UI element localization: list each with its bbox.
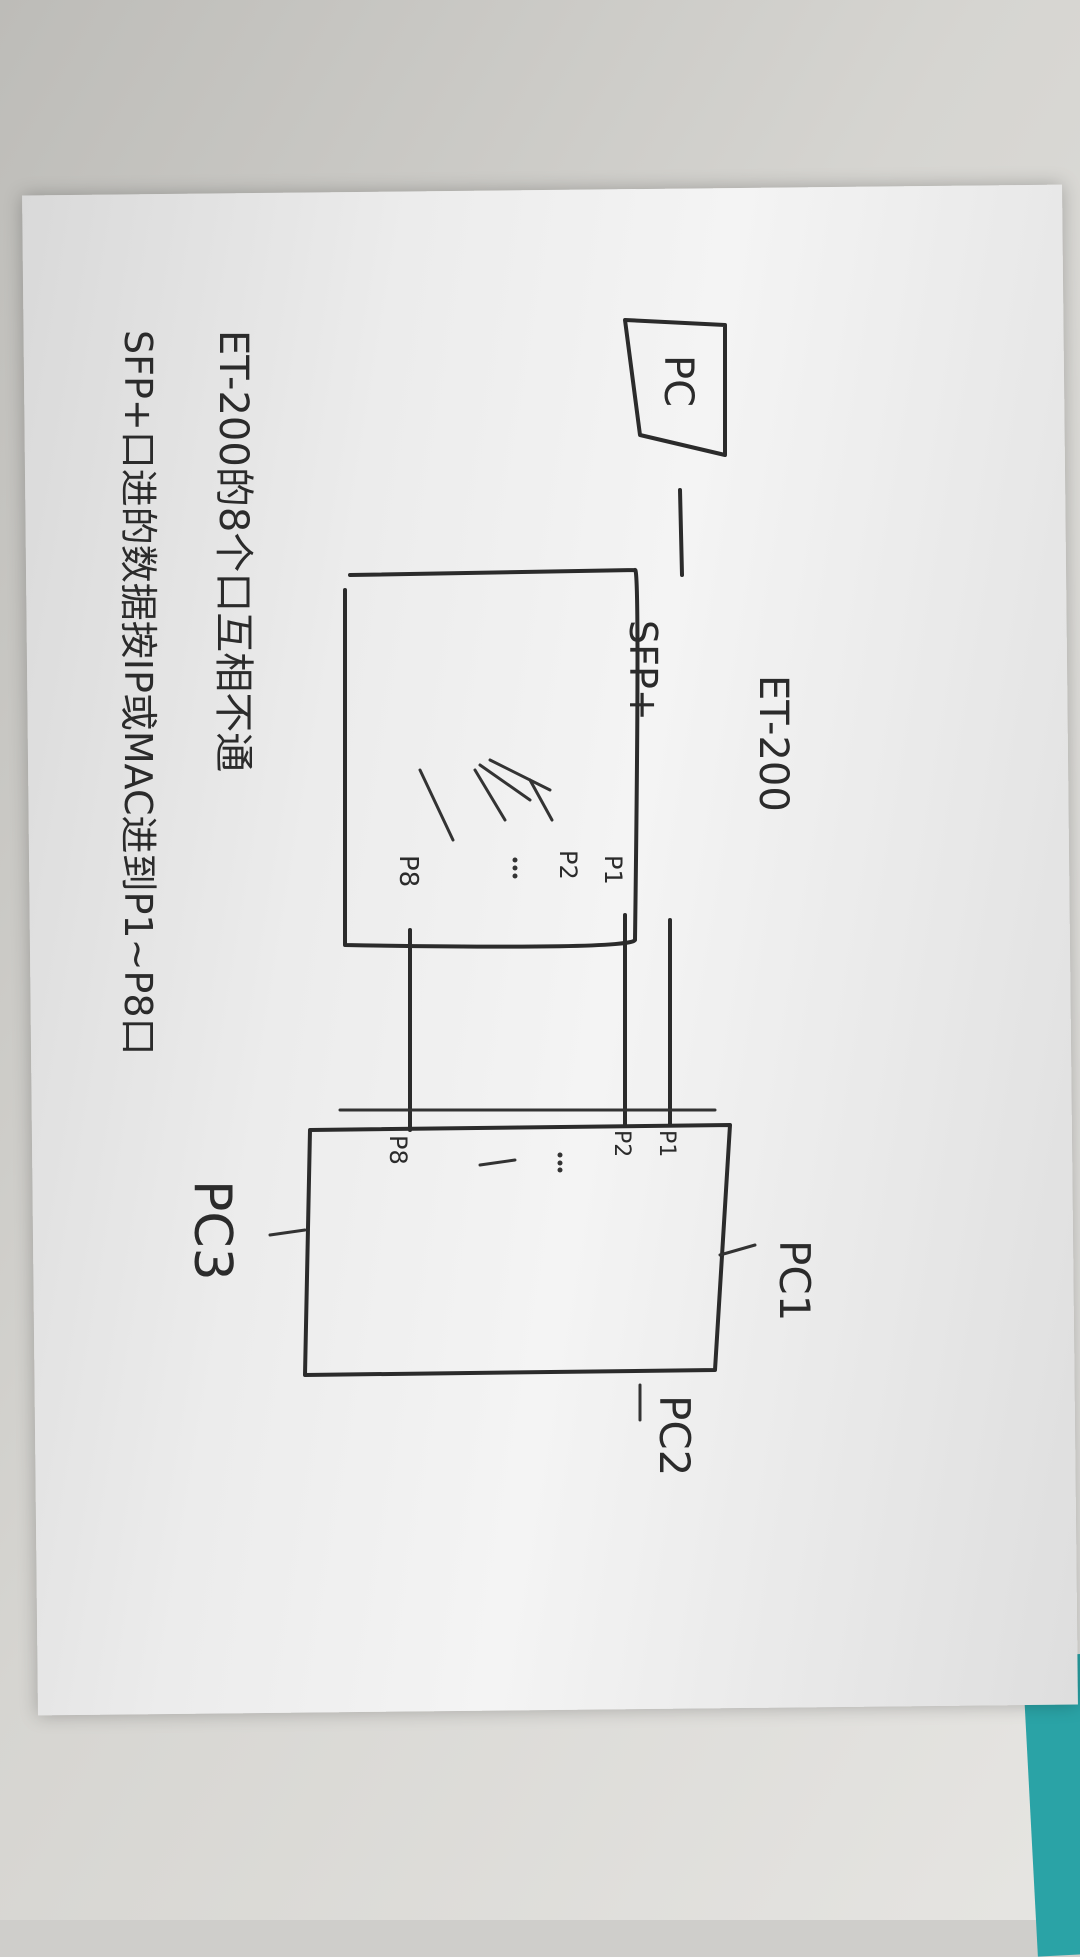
sfp-line-2 bbox=[478, 763, 532, 802]
lower-p1-label: P1 bbox=[654, 1130, 679, 1157]
lower-tick bbox=[478, 1158, 517, 1167]
pc2-label: PC2 bbox=[650, 1395, 699, 1476]
port-dot bbox=[512, 865, 518, 871]
pc3-label: PC3 bbox=[182, 1180, 242, 1281]
lower-p2-label: P2 bbox=[609, 1130, 634, 1157]
pc3-tick bbox=[268, 1228, 307, 1237]
port-p2-label: P2 bbox=[554, 850, 582, 880]
port-dot bbox=[557, 1152, 563, 1158]
et200-label: ET-200 bbox=[750, 675, 796, 812]
sfp-label: SFP+ bbox=[621, 620, 665, 721]
port-p1-label-ink: P1 bbox=[599, 855, 627, 885]
lower-box bbox=[303, 1123, 732, 1377]
note-line2: SFP+口进的数据按IP或MAC进到P1~P8口 bbox=[116, 330, 160, 1056]
lower-p8-label: P8 bbox=[384, 1135, 412, 1165]
sfp-line-3 bbox=[473, 768, 507, 822]
et200-box bbox=[343, 567, 640, 949]
port-dot bbox=[512, 857, 518, 863]
port-dot bbox=[557, 1167, 563, 1173]
sfp-line-1 bbox=[488, 758, 552, 792]
sfp-line-5 bbox=[418, 768, 455, 842]
pc-label: PC bbox=[655, 355, 701, 407]
port-p8-label: P8 bbox=[393, 855, 423, 887]
port-dot bbox=[557, 1160, 563, 1166]
pc-box bbox=[623, 318, 727, 457]
sfp-line-4 bbox=[528, 778, 554, 822]
pc-link-line bbox=[678, 488, 684, 577]
pc1-tick bbox=[718, 1243, 757, 1257]
pc1-label: PC1 bbox=[770, 1240, 819, 1321]
port-dot bbox=[512, 873, 518, 879]
note-line1: ET-200的8个口互相不通 bbox=[210, 330, 256, 772]
